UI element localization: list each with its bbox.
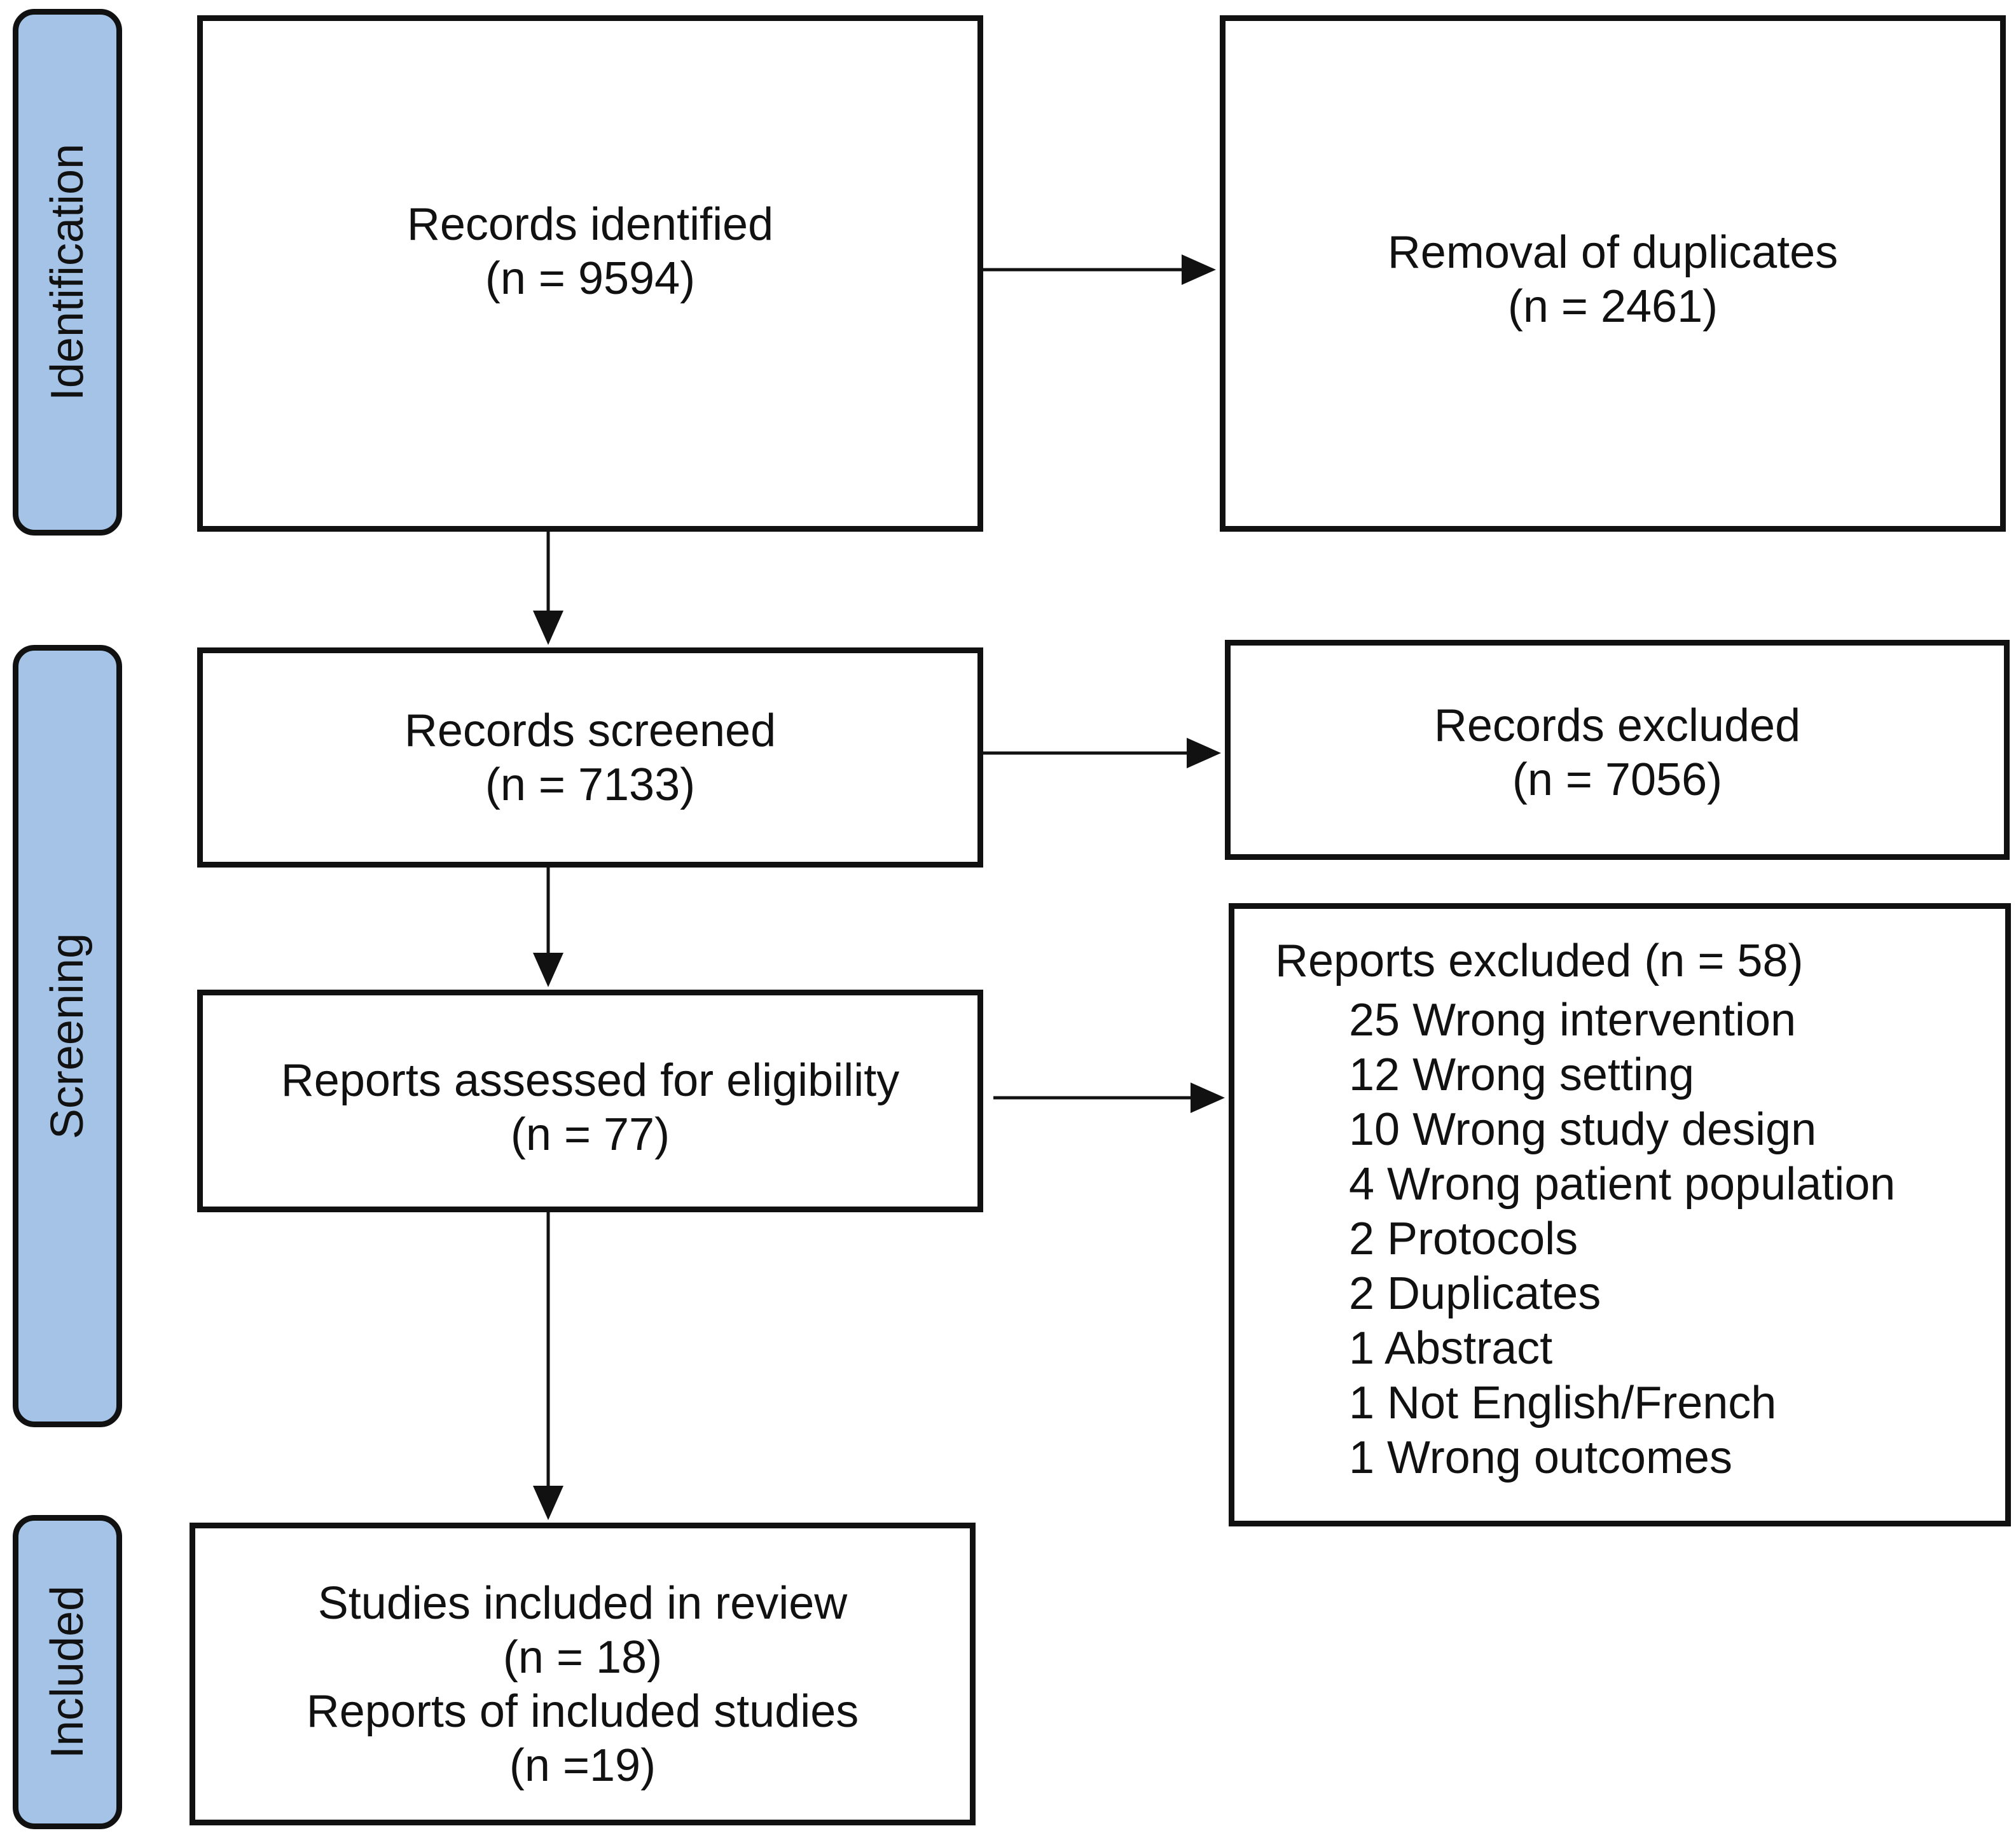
exclusion-reason: 12 Wrong setting (1349, 1049, 1694, 1100)
records-screened-count: (n = 7133) (485, 759, 696, 810)
box-included-studies: Studies included in review (n = 18) Repo… (190, 1523, 976, 1825)
exclusion-reason: 25 Wrong intervention (1349, 995, 1797, 1046)
exclusion-reason: 2 Duplicates (1349, 1268, 1601, 1319)
exclusion-reason: 1 Wrong outcomes (1349, 1432, 1732, 1483)
arrowhead-reports-excluded (1191, 1083, 1225, 1113)
exclusion-reason: 4 Wrong patient population (1349, 1159, 1896, 1210)
arrowhead-records-excluded (1187, 738, 1221, 768)
records-excluded-count: (n = 7056) (1512, 754, 1723, 805)
reports-assessed-label: Reports assessed for eligibility (280, 1055, 900, 1106)
arrowhead-included (533, 1486, 563, 1520)
reports-excluded-title: Reports excluded (n = 58) (1275, 936, 1804, 986)
box-records-identified: Records identified (n = 9594) (197, 15, 983, 532)
exclusion-reason: 1 Abstract (1349, 1323, 1553, 1374)
records-excluded-label: Records excluded (1433, 700, 1801, 751)
reports-included-label: Reports of included studies (306, 1685, 859, 1737)
removal-duplicates-count: (n = 2461) (1507, 280, 1718, 332)
box-records-excluded: Records excluded (n = 7056) (1225, 640, 2010, 860)
exclusion-reasons-list: 25 Wrong intervention 12 Wrong setting 1… (1349, 993, 1895, 1485)
arrowhead-duplicates (1182, 254, 1216, 285)
removal-duplicates-label: Removal of duplicates (1387, 227, 1839, 278)
box-reports-excluded: Reports excluded (n = 58) 25 Wrong inter… (1229, 903, 2011, 1526)
phase-screening: Screening (13, 645, 122, 1427)
reports-included-count: (n =19) (509, 1740, 656, 1791)
records-screened-label: Records screened (404, 705, 777, 756)
box-reports-assessed: Reports assessed for eligibility (n = 77… (197, 990, 983, 1212)
studies-included-count: (n = 18) (502, 1631, 663, 1683)
phase-identification: Identification (13, 9, 122, 536)
phase-included: Included (13, 1515, 122, 1829)
studies-included-label: Studies included in review (317, 1578, 848, 1629)
reports-assessed-count: (n = 77) (510, 1109, 670, 1160)
arrowhead-screened (533, 611, 563, 645)
records-identified-count: (n = 9594) (485, 252, 696, 304)
box-removal-duplicates: Removal of duplicates (n = 2461) (1220, 15, 2006, 532)
box-records-screened: Records screened (n = 7133) (197, 647, 983, 868)
exclusion-reason: 1 Not English/French (1349, 1378, 1777, 1428)
arrowhead-assessed (533, 953, 563, 987)
exclusion-reason: 2 Protocols (1349, 1214, 1578, 1264)
records-identified-label: Records identified (406, 199, 774, 250)
exclusion-reason: 10 Wrong study design (1349, 1104, 1817, 1155)
